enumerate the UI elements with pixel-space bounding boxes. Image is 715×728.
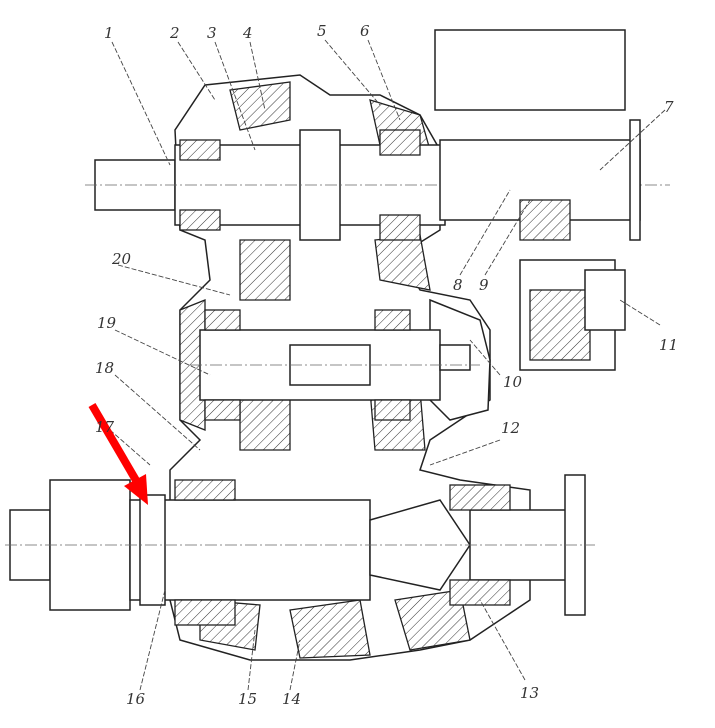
label-1: 1: [104, 24, 114, 42]
label-5: 5: [317, 22, 327, 40]
label-8: 8: [453, 276, 463, 294]
input-shaft: [85, 129, 670, 241]
label-9: 9: [479, 276, 489, 294]
highlight-arrow: [88, 402, 148, 505]
label-10: 10: [503, 373, 523, 391]
label-3: 3: [207, 24, 217, 42]
label-12: 12: [501, 419, 520, 437]
label-2: 2: [169, 24, 180, 42]
label-11: 11: [659, 336, 678, 354]
label-4: 4: [242, 24, 253, 42]
pto-assembly: [434, 29, 641, 371]
label-13: 13: [520, 684, 539, 702]
label-20: 20: [111, 250, 132, 268]
label-15: 15: [238, 690, 257, 708]
label-7: 7: [664, 98, 674, 116]
label-14: 14: [282, 690, 301, 708]
label-6: 6: [360, 22, 370, 40]
label-16: 16: [126, 690, 146, 708]
leader-lines: [109, 39, 666, 691]
label-19: 19: [97, 314, 117, 332]
intermediate-shaft: [190, 309, 480, 421]
label-18: 18: [95, 359, 114, 377]
part-labels: 1 2 3 4 5 6 7 8 9 20 19 18 17 10 11 12 1…: [95, 22, 678, 708]
label-17: 17: [95, 418, 115, 436]
output-shaft: [5, 474, 595, 626]
